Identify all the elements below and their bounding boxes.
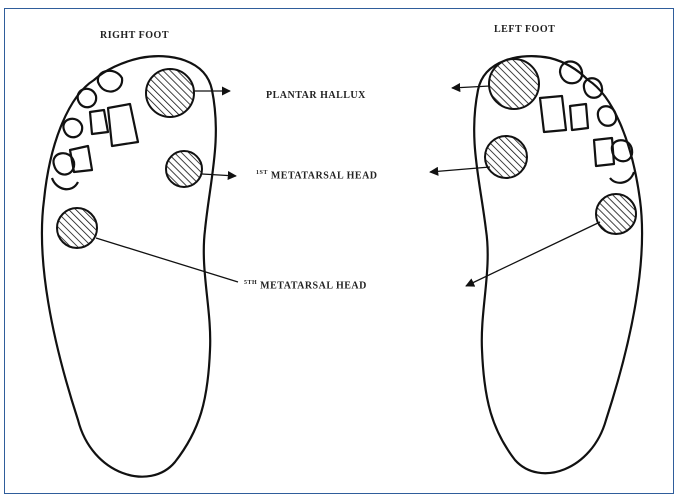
arrow-left-first-metatarsal	[430, 167, 490, 172]
fifth-metatarsal-sup: 5TH	[244, 280, 257, 286]
left-fifth-metatarsal-spot	[596, 194, 636, 234]
first-metatarsal-text: METATARSAL HEAD	[271, 170, 378, 181]
arrow-right-first-metatarsal	[202, 174, 236, 176]
arrow-left-hallux	[452, 86, 490, 88]
line-right-fifth-metatarsal	[96, 238, 238, 282]
left-foot-label: LEFT FOOT	[494, 24, 555, 35]
first-metatarsal-sup: 1ST	[256, 170, 268, 176]
fifth-metatarsal-text: METATARSAL HEAD	[260, 280, 367, 291]
right-foot-label: RIGHT FOOT	[100, 30, 169, 41]
right-fifth-metatarsal-spot	[57, 208, 97, 248]
right-first-metatarsal-spot	[166, 151, 202, 187]
left-plantar-hallux-spot	[489, 59, 539, 109]
plantar-hallux-label: PLANTAR HALLUX	[266, 90, 366, 101]
right-plantar-hallux-spot	[146, 69, 194, 117]
left-foot	[474, 56, 642, 473]
left-first-metatarsal-spot	[485, 136, 527, 178]
